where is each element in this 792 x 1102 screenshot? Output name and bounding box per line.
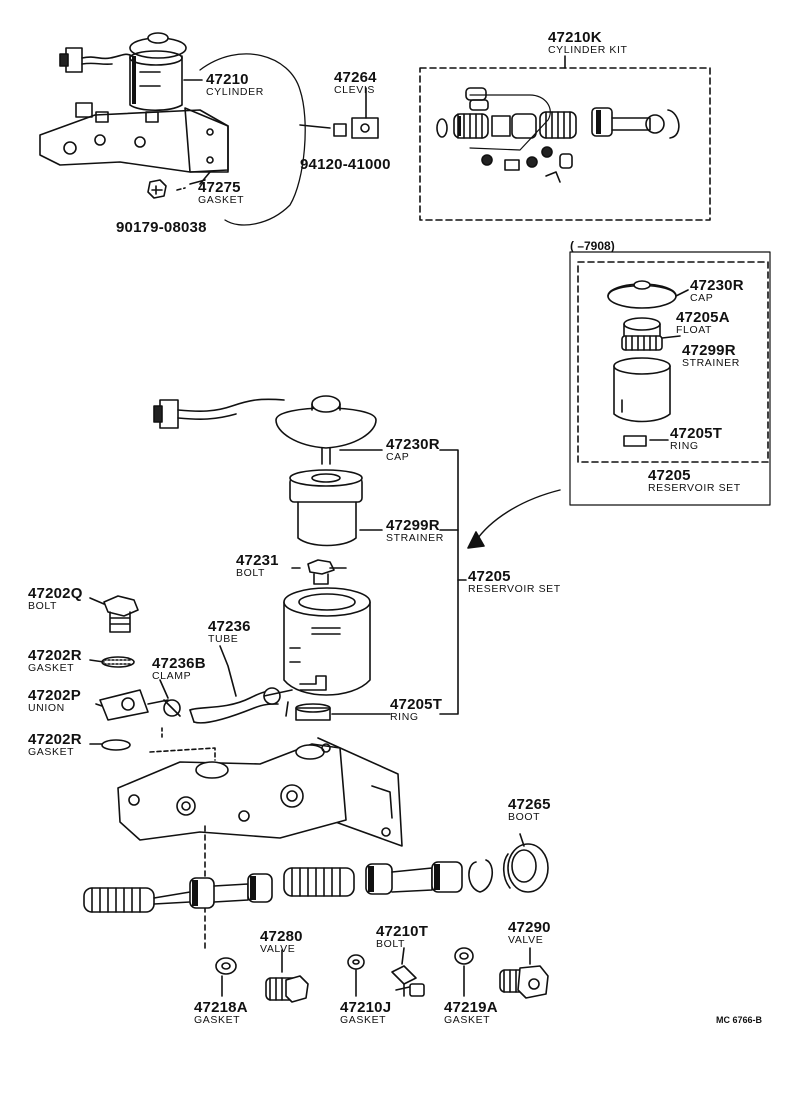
- part-number: 47218A: [194, 999, 248, 1016]
- piston-assembly: [83, 833, 549, 913]
- part-number: 47280: [260, 928, 303, 945]
- part-number: 47230R: [386, 436, 440, 453]
- part-number: 47202P: [28, 687, 81, 704]
- part-name: BOOT: [508, 811, 541, 823]
- part-name: UNION: [28, 702, 65, 714]
- part-name: VALVE: [508, 934, 544, 946]
- part-name: RING: [390, 711, 419, 723]
- part-number: 47210K: [548, 29, 602, 46]
- part-number: 47202R: [28, 647, 82, 664]
- main-cylinder-body: [117, 737, 403, 951]
- cylinder-kit-box: [419, 55, 711, 221]
- part-number: 94120-41000: [300, 156, 391, 173]
- part-number: 47202R: [28, 731, 82, 748]
- part-name: RESERVOIR SET: [648, 482, 741, 494]
- part-number: 47210T: [376, 923, 429, 940]
- part-number: 47275: [198, 179, 241, 196]
- part-number: 47231: [236, 552, 279, 569]
- part-number: 47236: [208, 618, 251, 635]
- part-name: BOLT: [28, 600, 58, 612]
- part-number: 47299R: [386, 517, 440, 534]
- left-fittings: [89, 595, 293, 751]
- bottom-parts: [215, 947, 549, 1003]
- part-number: 47299R: [682, 342, 736, 359]
- part-name: FLOAT: [676, 324, 713, 336]
- part-name: RESERVOIR SET: [468, 583, 561, 595]
- part-name: RING: [670, 440, 699, 452]
- part-name: VALVE: [260, 943, 296, 955]
- part-number: 47264: [334, 69, 377, 86]
- part-name: CYLINDER KIT: [548, 44, 628, 56]
- part-name: CLAMP: [152, 670, 192, 682]
- part-name: BOLT: [236, 567, 266, 579]
- part-name: TUBE: [208, 633, 239, 645]
- part-name: GASKET: [194, 1014, 241, 1026]
- top-master-cylinder-assembly: [39, 32, 379, 226]
- part-number: 47205T: [390, 696, 443, 713]
- inset-range: ( –7908): [570, 239, 615, 253]
- part-name: BOLT: [376, 938, 406, 950]
- part-name: GASKET: [28, 746, 75, 758]
- early-reservoir-inset: [467, 251, 771, 549]
- part-number: 47210: [206, 71, 249, 88]
- part-name: GASKET: [444, 1014, 491, 1026]
- part-number: 47236B: [152, 655, 206, 672]
- part-name: GASKET: [340, 1014, 387, 1026]
- part-name: CAP: [690, 292, 714, 304]
- part-name: STRAINER: [682, 357, 740, 369]
- part-number: 47205A: [676, 309, 730, 326]
- part-number: 90179-08038: [116, 219, 207, 236]
- part-name: GASKET: [198, 194, 245, 206]
- part-name: STRAINER: [386, 532, 444, 544]
- main-reservoir: [153, 395, 467, 721]
- part-number: 47205: [648, 467, 691, 484]
- part-name: CLEVIS: [334, 84, 375, 96]
- part-number: 47205: [468, 568, 511, 585]
- part-name: CAP: [386, 451, 410, 463]
- part-number: 47202Q: [28, 585, 83, 602]
- part-number: 47210J: [340, 999, 392, 1016]
- part-number: 47265: [508, 796, 551, 813]
- part-name: GASKET: [28, 662, 75, 674]
- part-name: CYLINDER: [206, 86, 264, 98]
- part-number: 47290: [508, 919, 551, 936]
- part-number: 47205T: [670, 425, 723, 442]
- part-number: 47230R: [690, 277, 744, 294]
- figure-code: MC 6766-B: [716, 1015, 763, 1025]
- part-number: 47219A: [444, 999, 498, 1016]
